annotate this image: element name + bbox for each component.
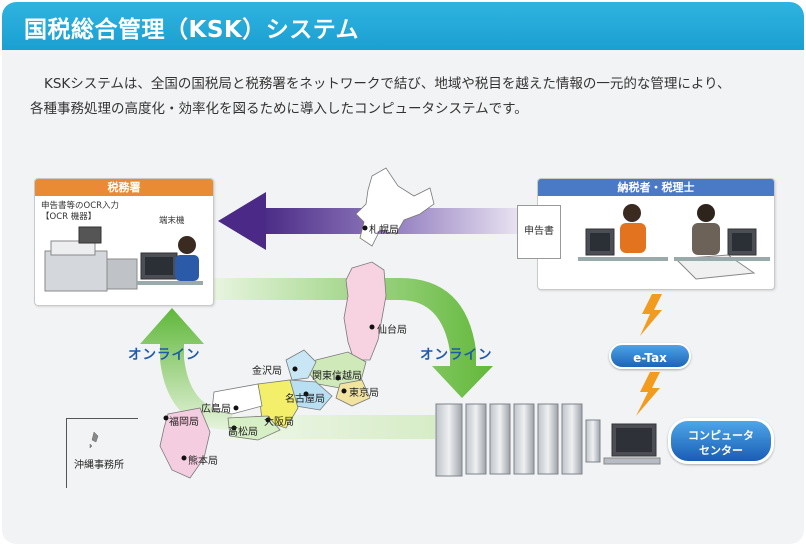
label-sendai: 仙台局 [377, 325, 407, 336]
label-hiroshima: 広島局 [201, 404, 231, 415]
label-okinawa: 沖縄事務所 [74, 460, 124, 471]
intro-line-2: 各種事務処理の高度化・効率化を図るために導入したコンピュータシステムです。 [30, 101, 528, 117]
taxpayer-title: 納税者・税理士 [538, 179, 774, 196]
taxpayer-illustration [578, 204, 770, 280]
computer-center-line2: センター [699, 444, 743, 457]
online-label-left: オンライン [128, 347, 201, 363]
taxpayer-panel: 納税者・税理士 [537, 178, 775, 290]
page-title: 国税総合管理（KSK）システム [24, 17, 360, 43]
label-sapporo: 札幌局 [369, 225, 399, 236]
intro-line-1: KSKシステムは、全国の国税局と税務署をネットワークで結び、地域や税目を越えた情… [44, 76, 731, 92]
ocr-label-1: 申告書等のOCR入力 [41, 201, 120, 211]
header-bar: 国税総合管理（KSK）システム [2, 2, 804, 50]
label-kumamoto: 熊本局 [188, 456, 218, 467]
computer-center-badge: コンピュータ センター [668, 418, 774, 464]
label-fukuoka: 福岡局 [169, 417, 199, 428]
label-tokyo: 東京局 [349, 388, 379, 399]
label-kanazawa: 金沢局 [252, 366, 282, 377]
etax-badge: e-Tax [609, 343, 691, 369]
label-osaka: 大阪局 [264, 417, 294, 428]
japan-map [159, 167, 435, 479]
tax-office-panel: 税務署 申告書等のOCR入力 【OCR 機器】 端末機 [34, 178, 214, 306]
online-label-right: オンライン [420, 347, 493, 363]
server-racks [435, 403, 601, 477]
bureau-markers [163, 225, 375, 461]
lightning-icon [636, 294, 662, 416]
green-arrow-left [140, 308, 232, 430]
label-takamatsu: 高松局 [228, 427, 258, 438]
ocr-label-2: 【OCR 機器】 [41, 212, 97, 222]
green-arrow-right [214, 278, 493, 398]
center-monitor [603, 423, 661, 465]
okinawa-island [89, 431, 99, 449]
okinawa-inset [66, 418, 138, 488]
tax-return-document: 申告書 [517, 205, 561, 259]
intro-text: KSKシステムは、全国の国税局と税務署をネットワークで結び、地域や税目を越えた情… [30, 72, 790, 122]
computer-center-line1: コンピュータ [688, 429, 754, 442]
label-nagoya: 名古屋局 [285, 394, 325, 405]
label-kantoshinetsu: 関東信越局 [312, 371, 362, 382]
tax-office-title: 税務署 [35, 179, 213, 196]
terminal-label: 端末機 [159, 216, 185, 226]
ocr-machine-illustration [44, 226, 203, 292]
